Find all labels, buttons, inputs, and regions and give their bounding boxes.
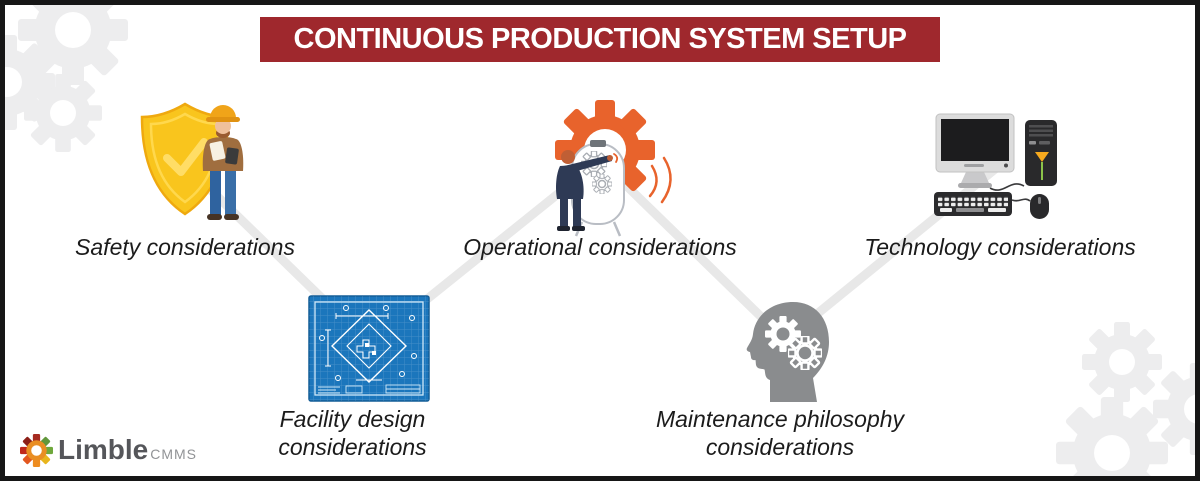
shield-with-worker-icon [140,102,244,220]
logo-brand-text: Limble [58,434,149,465]
page-title: CONTINUOUS PRODUCTION SYSTEM SETUP [293,23,908,55]
title-banner: CONTINUOUS PRODUCTION SYSTEM SETUP [260,17,940,62]
safety-item [112,96,262,236]
maintenance-philosophy-label: Maintenance philosophy considerations [655,406,905,460]
operational-label: Operational considerations [463,234,737,260]
blueprint-icon [308,295,430,402]
safety-label: Safety considerations [75,234,295,260]
technology-item [918,104,1068,227]
desktop-computer-icon [934,113,1057,219]
technology-label: Technology considerations [864,234,1136,260]
operational-item [530,100,680,243]
gear-presenter-icon [555,100,672,237]
facility-design-label: Facility design considerations [278,406,427,460]
facility-design-item [306,294,434,409]
head-with-gears-icon [746,302,829,402]
limble-cmms-logo: Limble CMMS [20,433,197,467]
logo-suffix-text: CMMS [150,445,198,462]
maintenance-philosophy-item [733,299,837,407]
limble-gear-icon [20,433,53,467]
